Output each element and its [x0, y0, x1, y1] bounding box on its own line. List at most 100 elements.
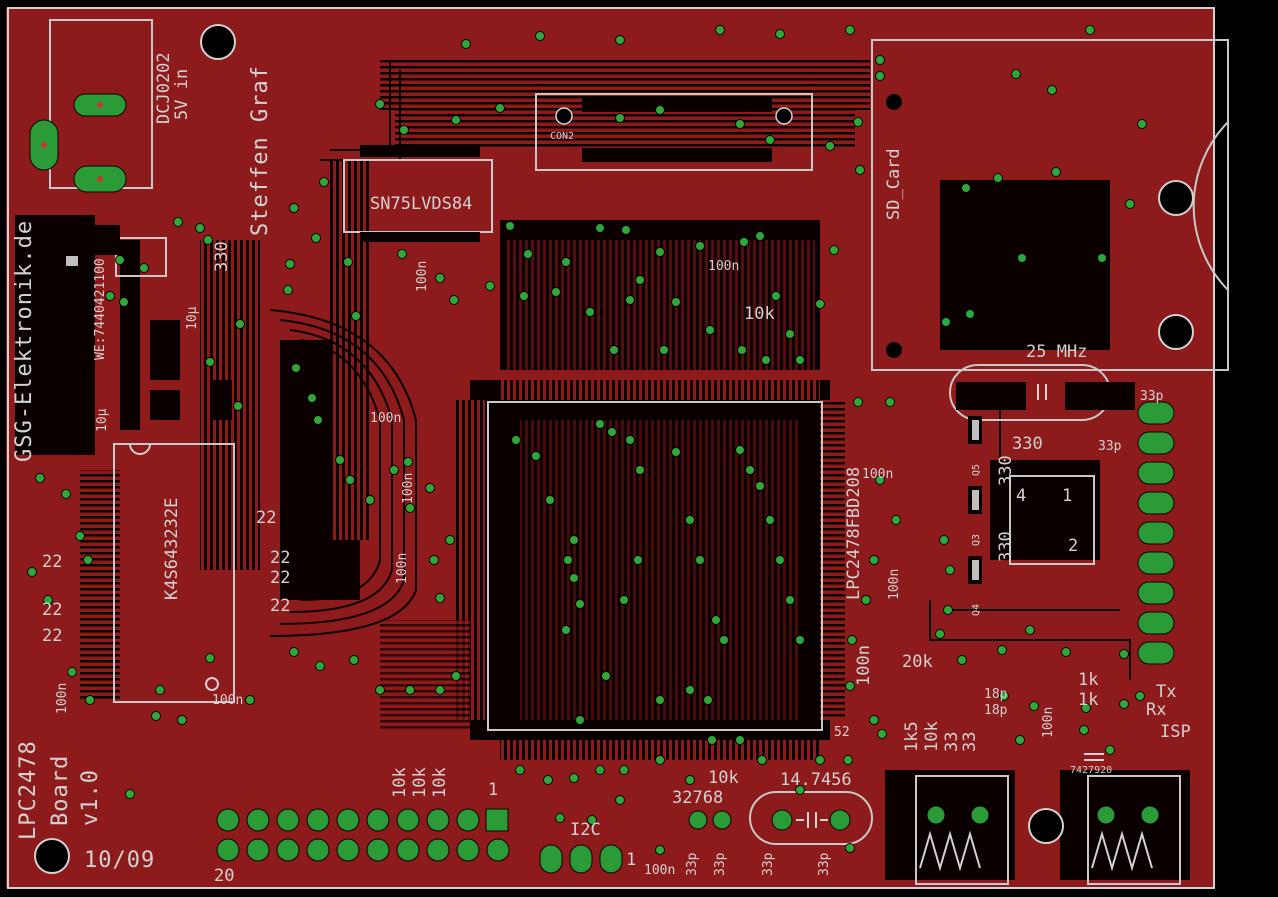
via	[1025, 625, 1035, 635]
via	[67, 667, 77, 677]
via	[1029, 701, 1039, 711]
via	[619, 595, 629, 605]
via	[43, 595, 53, 605]
via	[1105, 745, 1115, 755]
resistor-10k-a: 10k	[744, 304, 775, 324]
cap-100n-g: 100n	[55, 682, 70, 714]
resistor-10k-e: 10k	[430, 767, 450, 798]
via	[203, 235, 213, 245]
via	[205, 653, 215, 663]
via	[997, 645, 1007, 655]
via	[551, 287, 561, 297]
cap-33p-e: 33p	[761, 852, 776, 876]
header-pin20-label: 20	[214, 866, 235, 886]
via	[745, 465, 755, 475]
vias	[27, 25, 1147, 855]
via	[285, 259, 295, 269]
resistor-22-f: 22	[42, 600, 63, 620]
via	[735, 445, 745, 455]
relay-pin1-label: 1	[1062, 486, 1073, 506]
resistor-20k: 20k	[902, 652, 933, 672]
pad-dots	[41, 102, 103, 182]
via	[397, 249, 407, 259]
via	[405, 503, 415, 513]
pin-52-label: 52	[834, 725, 850, 740]
via	[993, 173, 1003, 183]
via	[1097, 253, 1107, 263]
via	[939, 535, 949, 545]
lvds-chip-label: SN75LVDS84	[370, 194, 473, 214]
via	[291, 363, 301, 373]
via	[569, 535, 579, 545]
resistor-330-a: 330	[212, 241, 232, 272]
via	[755, 481, 765, 491]
sdram-outline	[113, 443, 235, 703]
silkscreen-outlines	[49, 19, 1229, 885]
resistor-1k5: 1k5	[902, 721, 922, 752]
rx-label: Rx	[1146, 700, 1167, 720]
cap-100n-e: 100n	[395, 552, 410, 584]
via	[569, 573, 579, 583]
board-name-label: LPC2478	[16, 740, 41, 840]
via	[765, 135, 775, 145]
via	[195, 223, 205, 233]
via	[345, 475, 355, 485]
via	[999, 691, 1009, 701]
resistor-1k-a: 1k	[1078, 670, 1099, 690]
via	[365, 495, 375, 505]
via	[425, 483, 435, 493]
pad-markers	[66, 256, 979, 580]
via	[619, 765, 629, 775]
xtal-32768-label: 32768	[672, 788, 724, 808]
via	[389, 465, 399, 475]
via	[685, 775, 695, 785]
via	[451, 115, 461, 125]
via	[375, 99, 385, 109]
via	[625, 435, 635, 445]
via	[105, 291, 115, 301]
via	[945, 565, 955, 575]
via	[555, 813, 565, 823]
via	[561, 625, 571, 635]
via	[845, 681, 855, 691]
via	[795, 635, 805, 645]
via	[429, 555, 439, 565]
q5-label: Q5	[971, 463, 982, 476]
via	[155, 685, 165, 695]
via	[233, 401, 243, 411]
via	[545, 495, 555, 505]
via	[1119, 699, 1129, 709]
via	[695, 241, 705, 251]
via	[375, 685, 385, 695]
via	[935, 629, 945, 639]
dc-jack-label: DCJ0202	[154, 52, 174, 124]
usb1-outline	[915, 775, 1009, 885]
via	[575, 599, 585, 609]
resistor-1k-b: 1k	[1078, 690, 1099, 710]
tx-label: Tx	[1156, 682, 1177, 702]
resistor-10k-b: 10k	[708, 768, 739, 788]
relay-pin2-label: 2	[1068, 536, 1079, 556]
via	[245, 695, 255, 705]
via	[703, 695, 713, 705]
via	[885, 397, 895, 407]
resistor-330-c: 330	[996, 455, 1016, 486]
via	[855, 165, 865, 175]
company-label: GSG-Elektronik.de	[12, 219, 37, 462]
via	[1051, 167, 1061, 177]
via	[313, 415, 323, 425]
via	[595, 223, 605, 233]
via	[289, 203, 299, 213]
board-version-label: v1.0	[78, 769, 103, 826]
resistor-10k-f: 10k	[922, 721, 942, 752]
via	[707, 735, 717, 745]
via	[177, 715, 187, 725]
via	[825, 141, 835, 151]
usb-part-label: 7427920	[1070, 765, 1113, 776]
via	[563, 555, 573, 565]
via	[891, 515, 901, 525]
via	[335, 455, 345, 465]
resistor-33-b: 33	[960, 731, 980, 752]
via	[595, 419, 605, 429]
via	[775, 29, 785, 39]
